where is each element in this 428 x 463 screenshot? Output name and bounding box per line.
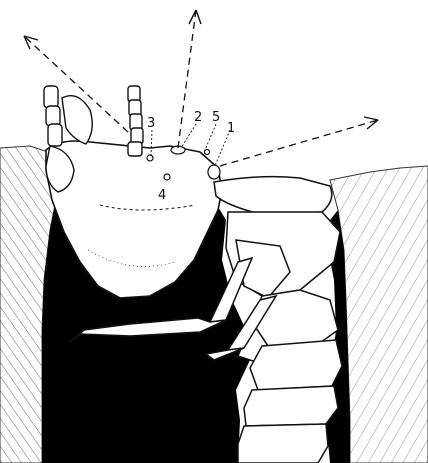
- label-4: 4: [158, 189, 166, 202]
- label-3: 3: [147, 117, 155, 130]
- antenna-right: [128, 86, 143, 156]
- label-2: 2: [194, 111, 202, 124]
- label-5: 5: [212, 111, 220, 124]
- label-1: 1: [227, 122, 235, 135]
